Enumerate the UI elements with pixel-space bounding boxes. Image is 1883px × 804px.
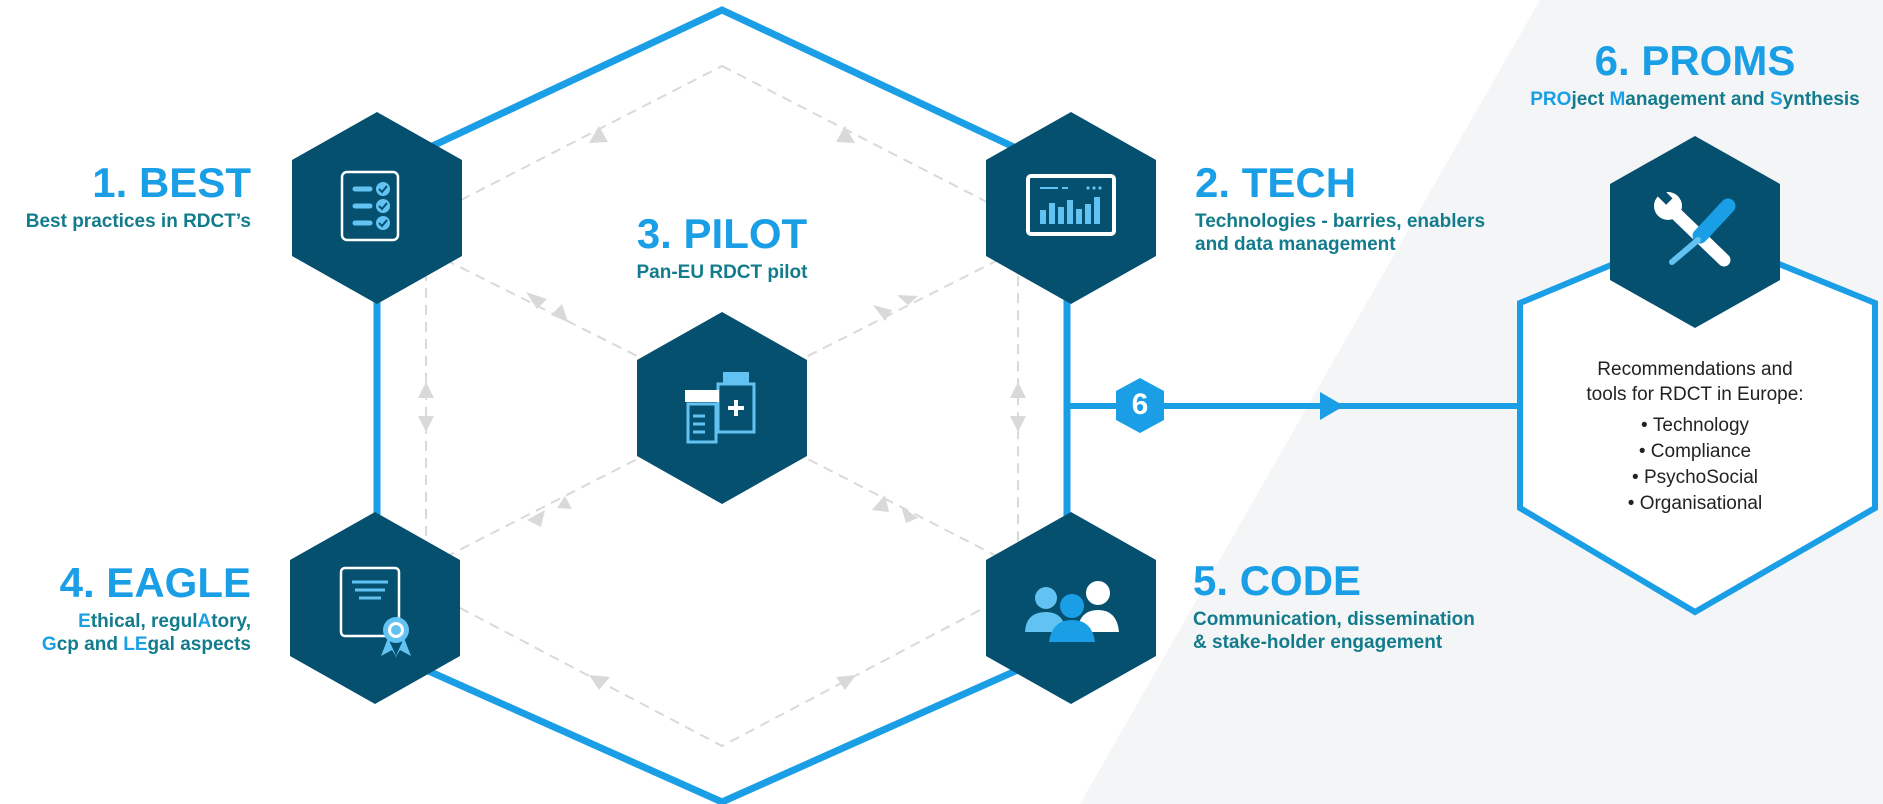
checklist-icon [340,170,400,242]
proms-title: 6. PROMS [1594,37,1796,84]
eagle-acronym-e: E [78,611,91,632]
eagle-text-1: thical, regul [90,611,198,632]
pilot-subtitle: Pan-EU RDCT pilot [636,262,808,283]
eagle-text-4: gal aspects [147,634,252,655]
hex-eagle [290,512,460,704]
proms-acronym-s: S [1769,89,1783,110]
tech-title: 2. TECH [1195,159,1357,206]
hex-pilot [637,312,807,504]
proms-text-1: ject [1571,89,1610,110]
eagle-text-2: tory, [211,611,251,632]
connector-arrow [1320,392,1344,420]
pilot-title: 3. PILOT [636,210,808,257]
tech-subtitle-line2: and data management [1195,234,1396,255]
connector-badge-label: 6 [1131,388,1149,421]
recommendations-heading-line1: Recommendations and [1597,359,1793,380]
recommendation-item: Technology [1560,413,1830,439]
best-title: 1. BEST [92,159,251,206]
recommendations-heading-line2: tools for RDCT in Europe: [1586,384,1804,405]
proms-acronym-pro: PRO [1530,89,1572,110]
eagle-subtitle-line1: Ethical, regulAtory, [78,610,251,633]
recommendation-item: Compliance [1560,439,1830,465]
proms-text-2: anagement and [1625,89,1770,110]
recommendations-box: Recommendations and tools for RDCT in Eu… [1560,357,1830,517]
eagle-acronym-g: G [41,634,57,655]
code-subtitle-line1: Communication, dissemination [1193,609,1475,630]
proms-subtitle: PROject Management and Synthesis [1510,88,1880,111]
dashboard-monitor-icon [1026,174,1116,236]
proms-text-3: ynthesis [1782,89,1860,110]
people-group-icon [1025,581,1119,642]
eagle-title: 4. EAGLE [59,559,251,606]
tech-subtitle-line1: Technologies - barries, enablers [1195,211,1486,232]
dashed-arrowheads [418,126,1026,690]
eagle-text-3: cp and [56,634,124,655]
code-subtitle-line2: & stake-holder engagement [1193,632,1443,653]
recommendation-item: Organisational [1560,491,1830,517]
eagle-acronym-le: LE [123,634,148,655]
eagle-acronym-a: A [197,611,212,632]
recommendation-item: PsychoSocial [1560,465,1830,491]
medicine-bottles-icon [685,372,756,444]
best-subtitle: Best practices in RDCT’s [25,211,251,232]
recommendations-list: Technology Compliance PsychoSocial Organ… [1560,413,1830,517]
certificate-icon [339,566,411,658]
eagle-subtitle-line2: Gcp and LEgal aspects [42,633,251,656]
wrench-screwdriver-icon [1654,188,1736,267]
proms-acronym-m: M [1609,89,1626,110]
code-title: 5. CODE [1193,557,1362,604]
connector-badge-hex [1116,378,1164,433]
